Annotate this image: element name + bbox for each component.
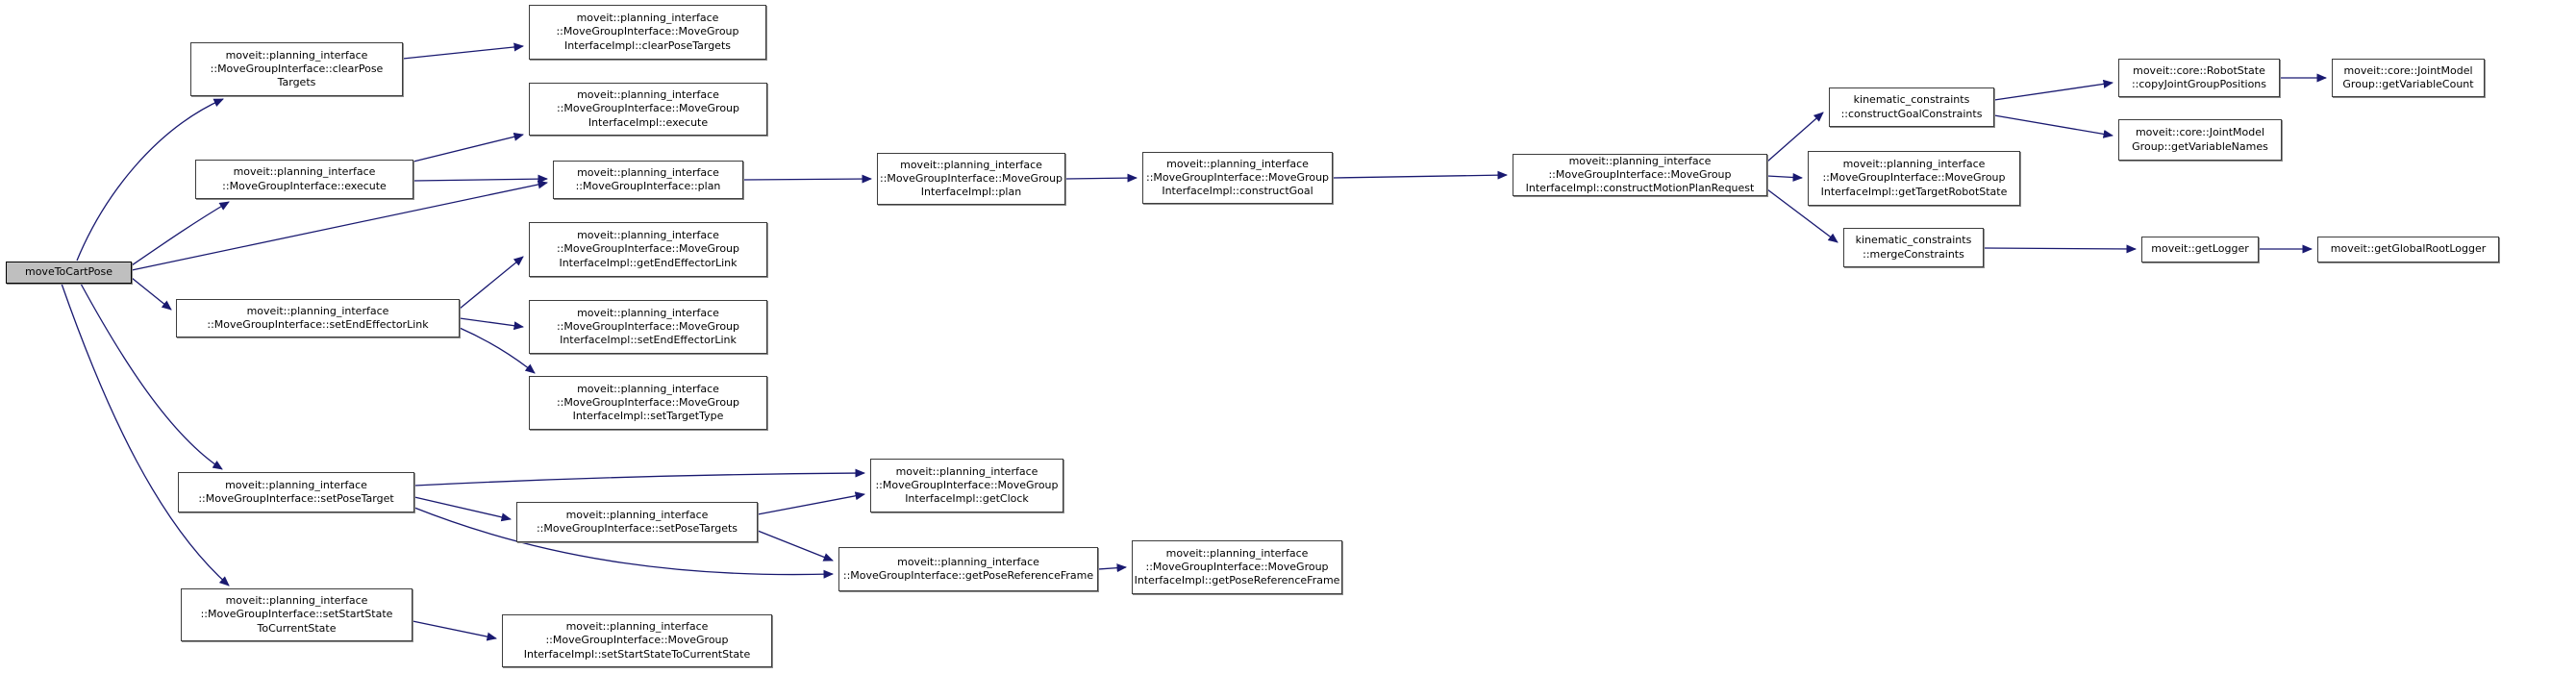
node-setStartStateToCurrentState[interactable]: moveit::planning_interface ::MoveGroupIn… [181, 588, 413, 641]
node-setEndEffectorLinkImpl[interactable]: moveit::planning_interface ::MoveGroupIn… [529, 300, 767, 354]
node-constructGoalConstraints[interactable]: kinematic_constraints ::constructGoalCon… [1829, 87, 1994, 127]
node-clearPoseTargets[interactable]: moveit::planning_interface ::MoveGroupIn… [190, 42, 403, 96]
edge-constructGoal-to-constructMotionPlanRequest [1332, 170, 1508, 180]
node-planImpl[interactable]: moveit::planning_interface ::MoveGroupIn… [877, 153, 1065, 205]
node-executeImpl[interactable]: moveit::planning_interface ::MoveGroupIn… [529, 83, 767, 136]
edge-getPoseReferenceFrame-to-getPoseReferenceFrameImpl [1097, 563, 1127, 573]
edge-root-to-clearPoseTargets [76, 98, 224, 262]
node-getEndEffectorLinkImpl[interactable]: moveit::planning_interface ::MoveGroupIn… [529, 222, 767, 277]
edge-setEndEffectorLink-to-getEndEffectorLinkImpl [459, 256, 524, 310]
node-execute[interactable]: moveit::planning_interface ::MoveGroupIn… [195, 160, 413, 199]
edge-root-to-setStartStateToCurrentState [61, 283, 230, 587]
edge-execute-to-executeImpl [413, 132, 524, 162]
edge-plan-to-planImpl [742, 174, 872, 184]
node-getPoseReferenceFrame[interactable]: moveit::planning_interface ::MoveGroupIn… [838, 547, 1098, 591]
node-getVariableNames[interactable]: moveit::core::JointModel Group::getVaria… [2118, 119, 2282, 161]
edge-clearPoseTargets-to-clearPoseTargetsImpl [402, 42, 524, 60]
node-setTargetTypeImpl[interactable]: moveit::planning_interface ::MoveGroupIn… [529, 376, 767, 430]
node-getClockImpl[interactable]: moveit::planning_interface ::MoveGroupIn… [870, 459, 1063, 512]
edge-execute-to-plan [413, 174, 548, 184]
node-getVariableCount[interactable]: moveit::core::JointModel Group::getVaria… [2332, 59, 2485, 97]
edge-constructGoalConstraints-to-copyJointGroupPositions [1993, 79, 2113, 101]
node-plan[interactable]: moveit::planning_interface ::MoveGroupIn… [553, 161, 743, 199]
edge-mergeConstraints-to-getLogger [1983, 244, 2137, 254]
edge-planImpl-to-constructGoal [1064, 173, 1138, 183]
edge-root-to-execute [131, 201, 230, 266]
edge-constructMotionPlanRequest-to-constructGoalConstraints [1766, 112, 1824, 162]
node-getTargetRobotState[interactable]: moveit::planning_interface ::MoveGroupIn… [1808, 151, 2020, 206]
edge-root-to-setEndEffectorLink [131, 277, 172, 311]
edge-setPoseTarget-to-getPoseReferenceFrame [413, 507, 834, 579]
edges [61, 42, 2327, 641]
node-setPoseTarget[interactable]: moveit::planning_interface ::MoveGroupIn… [178, 472, 414, 512]
edge-setPoseTarget-to-setPoseTargets [413, 496, 512, 522]
edge-setPoseTargets-to-getClockImpl [757, 491, 865, 515]
node-getLogger[interactable]: moveit::getLogger [2141, 237, 2259, 262]
edge-constructMotionPlanRequest-to-getTargetRobotState [1766, 172, 1803, 182]
node-setPoseTargets[interactable]: moveit::planning_interface ::MoveGroupIn… [516, 502, 758, 542]
node-clearPoseTargetsImpl[interactable]: moveit::planning_interface ::MoveGroupIn… [529, 5, 766, 60]
edge-constructGoalConstraints-to-getVariableNames [1993, 114, 2113, 138]
edge-setEndEffectorLink-to-setTargetTypeImpl [459, 327, 536, 374]
edge-setEndEffectorLink-to-setEndEffectorLinkImpl [459, 317, 524, 331]
edge-root-to-plan [131, 180, 548, 271]
node-root: moveToCartPose [6, 262, 132, 284]
node-setEndEffectorLink[interactable]: moveit::planning_interface ::MoveGroupIn… [176, 299, 460, 337]
node-constructMotionPlanRequest[interactable]: moveit::planning_interface ::MoveGroupIn… [1513, 154, 1767, 196]
edge-root-to-setPoseTarget [80, 283, 223, 470]
node-getGlobalRootLogger[interactable]: moveit::getGlobalRootLogger [2317, 237, 2499, 262]
node-setStartStateToCurrentStateImpl[interactable]: moveit::planning_interface ::MoveGroupIn… [502, 614, 772, 667]
node-mergeConstraints[interactable]: kinematic_constraints ::mergeConstraints [1843, 228, 1984, 267]
node-copyJointGroupPositions[interactable]: moveit::core::RobotState ::copyJointGrou… [2118, 59, 2280, 97]
edge-setPoseTarget-to-getClockImpl [413, 468, 865, 487]
edge-setPoseTargets-to-getPoseReferenceFrame [757, 530, 834, 562]
node-getPoseReferenceFrameImpl[interactable]: moveit::planning_interface ::MoveGroupIn… [1132, 540, 1342, 594]
edge-constructMotionPlanRequest-to-mergeConstraints [1766, 188, 1838, 243]
edge-setStartStateToCurrentState-to-setStartStateToCurrentStateImpl [412, 620, 497, 641]
node-constructGoal[interactable]: moveit::planning_interface ::MoveGroupIn… [1142, 152, 1333, 204]
